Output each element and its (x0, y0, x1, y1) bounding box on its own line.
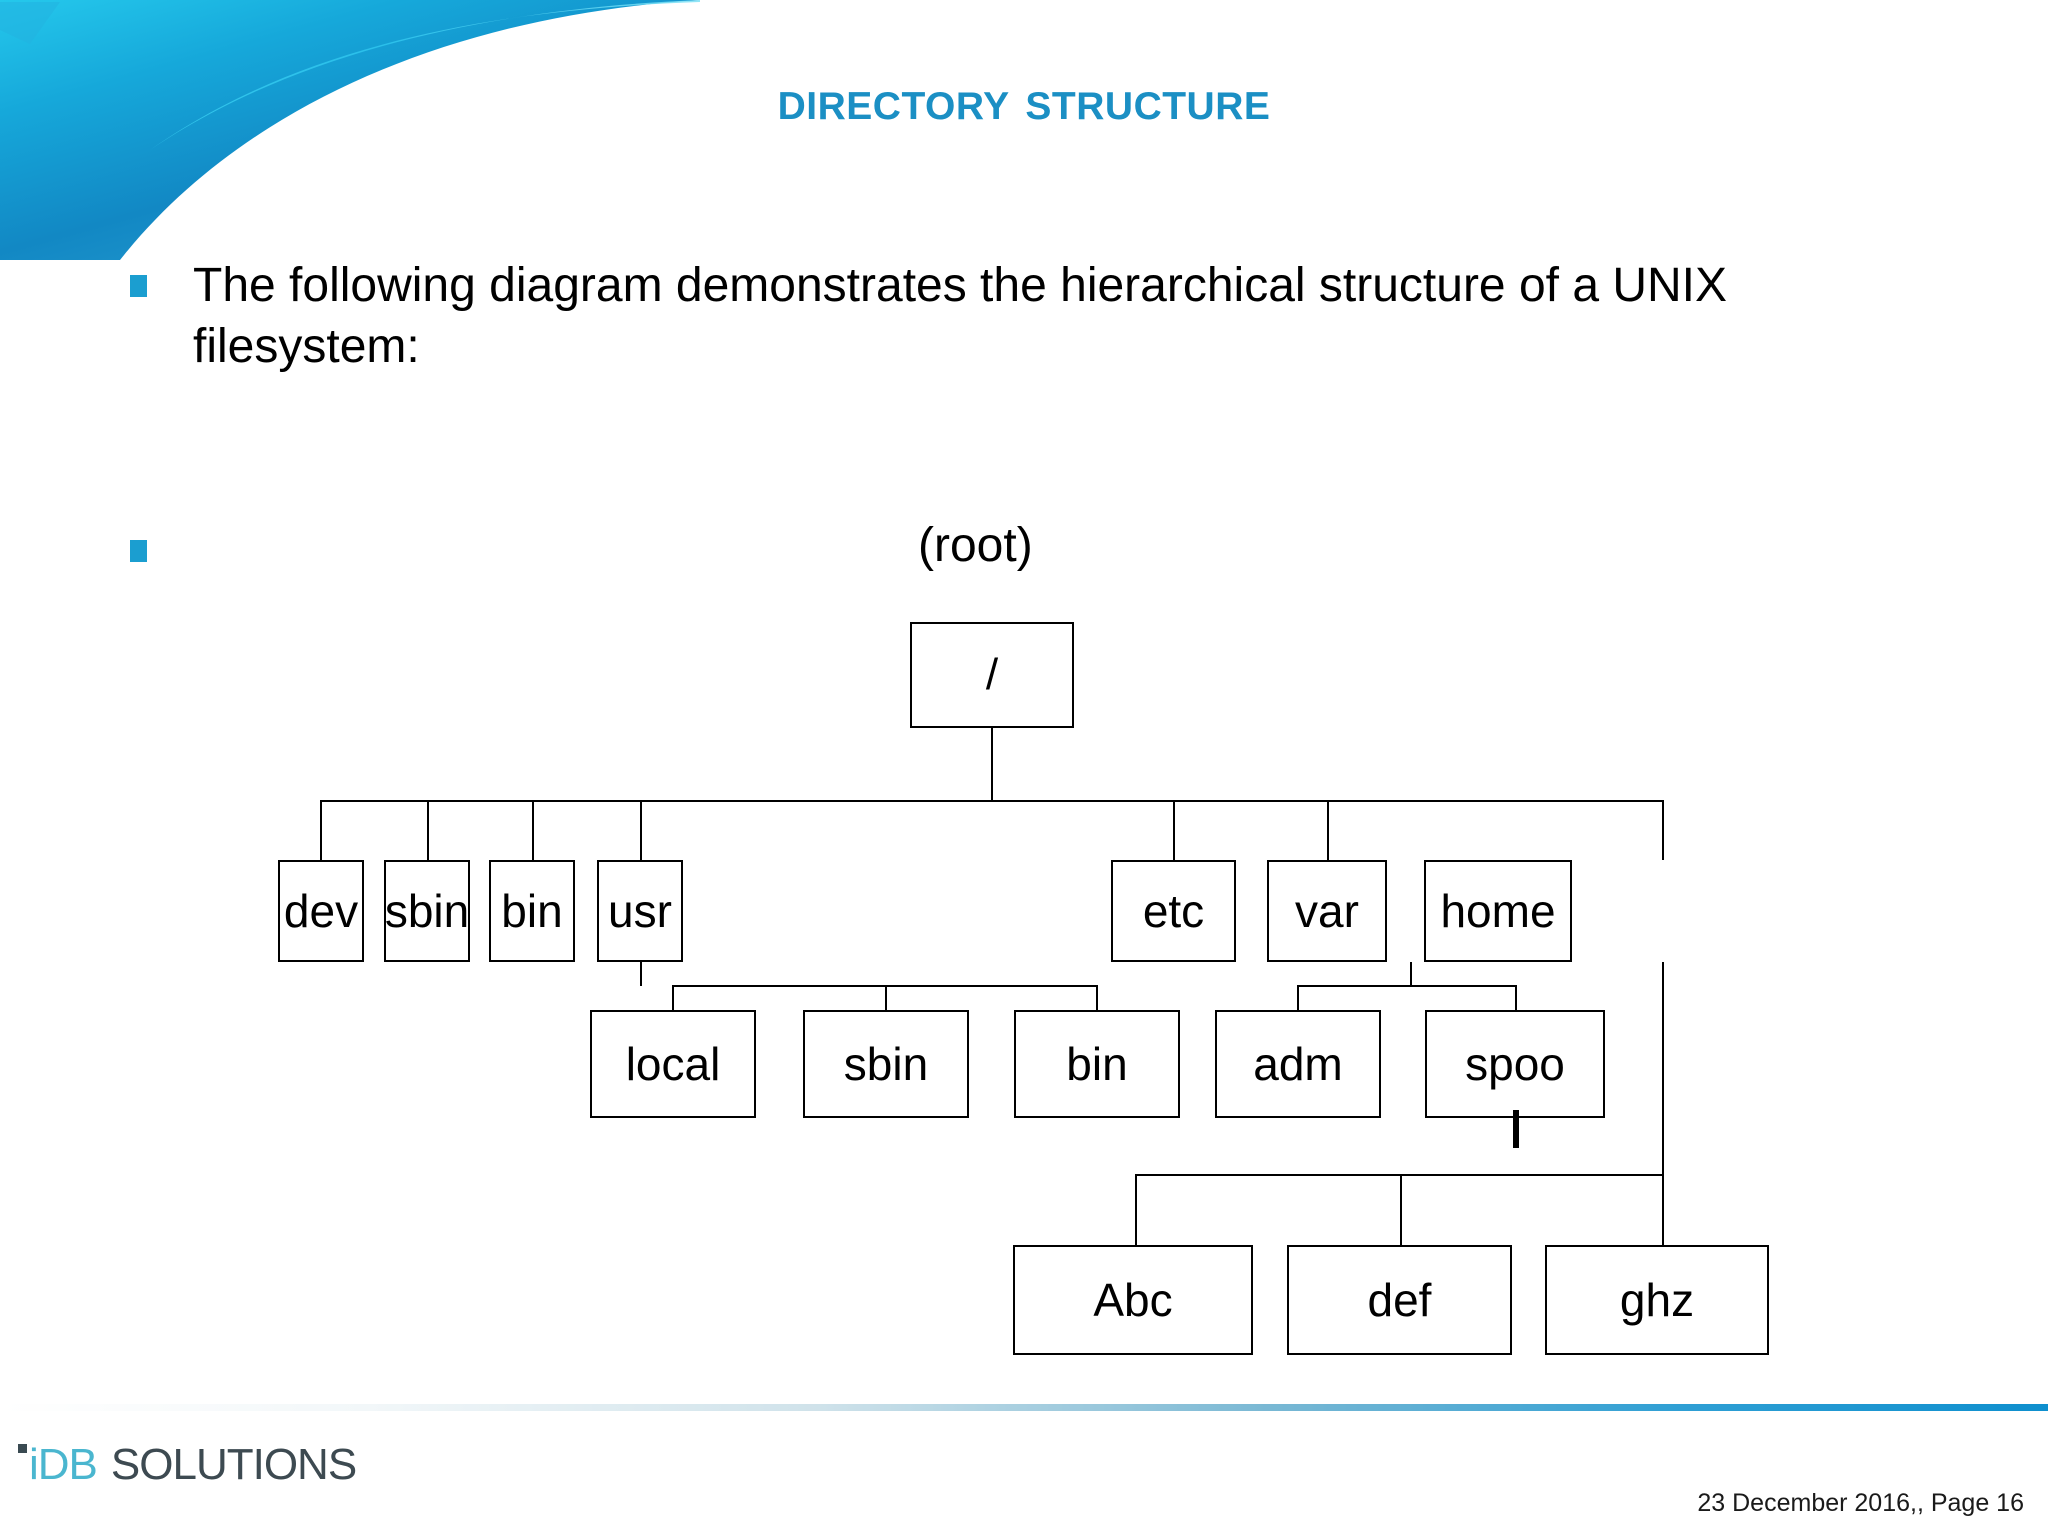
edge-home-stem (1662, 962, 1664, 1176)
edge-drop-var (1327, 800, 1329, 860)
edge-drop-home-abc (1135, 1174, 1137, 1246)
edge-root-stem (991, 728, 993, 801)
edge-drop-usr-sbin (885, 985, 887, 1011)
edge-drop-var-spool (1515, 985, 1517, 1011)
edge-drop-home (1662, 800, 1664, 860)
logo-dot-icon (18, 1444, 27, 1453)
tree-node-home: home (1424, 860, 1572, 962)
edge-usr-bus (672, 985, 1098, 987)
brand-logo: i DB SOLUTIONS (18, 1440, 357, 1490)
tree-node-home-def: def (1287, 1245, 1512, 1355)
footer-date-page: 23 December 2016,, Page 16 (1697, 1489, 2024, 1517)
edge-drop-sbin (427, 800, 429, 860)
bullet-item-1: The following diagram demonstrates the h… (130, 255, 1920, 378)
edge-drop-usr (640, 800, 642, 860)
square-bullet-icon (130, 275, 147, 297)
tree-node-usr-sbin: sbin (803, 1010, 969, 1118)
edge-drop-bin (532, 800, 534, 860)
footer-divider (0, 1404, 2048, 1411)
edge-drop-etc (1173, 800, 1175, 860)
edge-level2-bus (320, 800, 1499, 802)
edge-level2-bus-right (1499, 800, 1664, 802)
edge-spool-stub (1513, 1110, 1519, 1148)
tree-node-home-abc: Abc (1013, 1245, 1253, 1355)
tree-node-etc: etc (1111, 860, 1236, 962)
tree-node-var-spool: spoo (1425, 1010, 1605, 1118)
logo-solutions-word: SOLUTIONS (110, 1440, 357, 1489)
tree-node-usr-bin: bin (1014, 1010, 1180, 1118)
edge-drop-home-def (1400, 1174, 1402, 1246)
edge-drop-usr-bin (1096, 985, 1098, 1011)
edge-drop-home-ghz (1662, 1174, 1664, 1246)
tree-node-var: var (1267, 860, 1387, 962)
tree-node-sbin: sbin (384, 860, 470, 962)
bullet-item-2 (130, 520, 1920, 562)
page-title: Directory Structure (777, 69, 1271, 131)
tree-node-root: / (910, 622, 1074, 728)
tree-node-dev: dev (278, 860, 364, 962)
edge-drop-var-adm (1297, 985, 1299, 1011)
edge-var-stem (1410, 962, 1412, 986)
edge-home-bus (1135, 1174, 1664, 1176)
root-caption: (root) (918, 519, 1033, 572)
tree-node-usr-local: local (590, 1010, 756, 1118)
edge-var-bus (1297, 985, 1516, 987)
tree-node-var-adm: adm (1215, 1010, 1381, 1118)
bullet-item-1-label: The following diagram demonstrates the h… (193, 259, 1728, 374)
edge-usr-stem (640, 962, 642, 986)
tree-node-home-ghz: ghz (1545, 1245, 1769, 1355)
tree-node-bin: bin (489, 860, 575, 962)
square-bullet-icon (130, 540, 147, 562)
tree-node-usr: usr (597, 860, 683, 962)
logo-db-letters: DB (37, 1440, 98, 1489)
edge-drop-dev (320, 800, 322, 860)
edge-drop-usr-local (672, 985, 674, 1011)
logo-i-letter: i (29, 1440, 39, 1489)
